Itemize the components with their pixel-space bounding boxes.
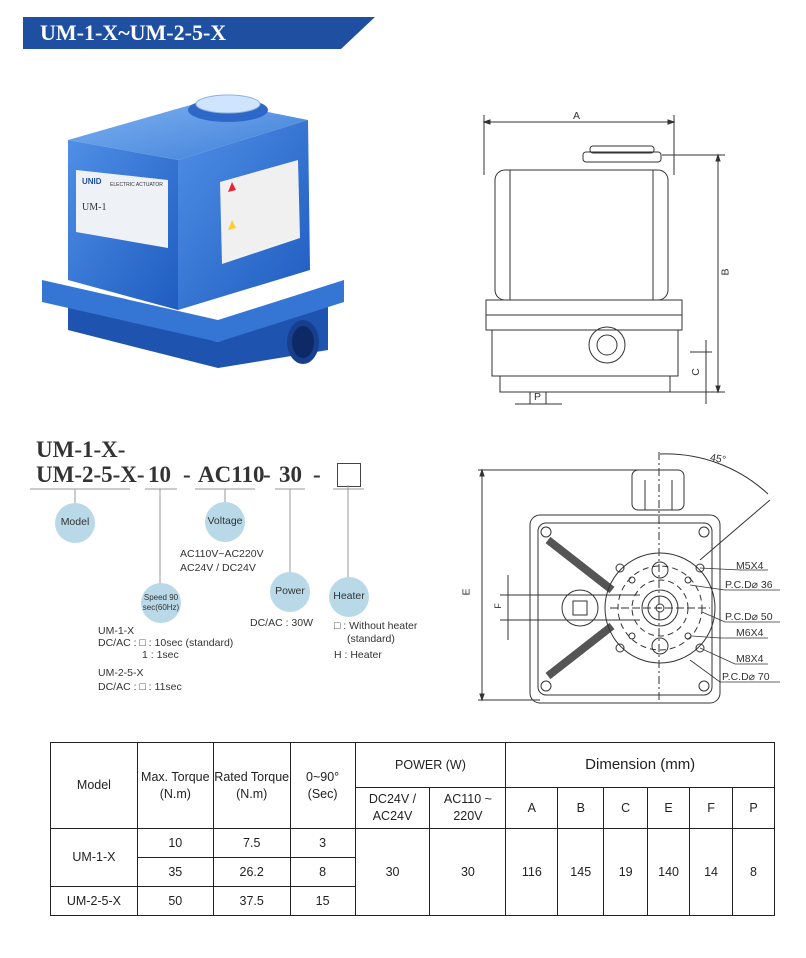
callout-m5x4: M5X4 [736, 560, 764, 572]
code-sep3: - [313, 462, 321, 487]
heater-note: (standard) [347, 633, 395, 645]
cell-max-torque: 10 [136, 828, 214, 858]
cell-model: UM-2-5-X [50, 886, 138, 916]
header-dim-f: F [689, 787, 733, 829]
bubble-model: Model [55, 503, 95, 543]
dim-f-label: F [492, 603, 503, 609]
header-power: POWER (W) [354, 742, 507, 788]
speed-note: DC/AC : □ : 11sec [98, 681, 182, 693]
cell-speed: 15 [289, 886, 356, 916]
spec-table: Model Max. Torque (N.m) Rated Torque (N.… [50, 742, 776, 916]
cell-speed: 8 [289, 857, 356, 887]
dim-b-label: B [719, 268, 732, 276]
header-dim-a: A [505, 787, 559, 829]
header-dim-b: B [557, 787, 605, 829]
header-speed: 0~90° (Sec) [289, 742, 356, 829]
cell-speed: 3 [289, 828, 356, 858]
bubble-heater: Heater [329, 577, 369, 617]
bottom-view-drawing [478, 452, 780, 704]
cell-power-dc: 30 [354, 828, 431, 916]
banner-title: UM-1-X~UM-2-5-X [40, 20, 227, 45]
header-power-ac: AC110 ~ 220V [429, 787, 507, 829]
cell-max-torque: 35 [136, 857, 214, 887]
header-power-dc: DC24V / AC24V [354, 787, 431, 829]
header-model: Model [50, 742, 138, 829]
cell-dim-e: 140 [647, 828, 691, 916]
voltage-note: AC110V~AC220V [180, 548, 264, 560]
cell-rated-torque: 37.5 [212, 886, 291, 916]
angle-label: 45° [709, 451, 727, 467]
dim-c-label: C [689, 368, 702, 376]
dim-p-label: P [534, 391, 542, 403]
code-voltage: AC110 [198, 462, 265, 487]
voltage-note: AC24V / DC24V [180, 562, 256, 574]
callout-m6x4: M6X4 [736, 627, 764, 639]
heater-option-box [337, 463, 361, 487]
title-banner [23, 17, 375, 49]
callout-pcd70: P.C.D⌀ 70 [722, 671, 770, 683]
callout-m8x4: M8X4 [736, 653, 764, 665]
heater-note: H : Heater [334, 649, 382, 661]
cell-model: UM-1-X [50, 828, 138, 887]
header-dimension: Dimension (mm) [505, 742, 775, 788]
callout-pcd50: P.C.D⌀ 50 [725, 611, 773, 623]
header-dim-p: P [731, 787, 776, 829]
power-note: DC/AC : 30W [250, 617, 314, 629]
speed-note: DC/AC : □ : 10sec (standard) [98, 637, 234, 649]
speed-note: 1 : 1sec [142, 649, 179, 661]
heater-note: □ : Without heater [334, 620, 418, 632]
code-line1: UM-1-X- [36, 437, 126, 462]
brand-label: UNID [82, 177, 102, 186]
table-row: UM-2-5-X 50 37.5 15 [50, 886, 775, 916]
dim-a-label: A [573, 110, 581, 122]
header-rated-torque: Rated Torque (N.m) [212, 742, 291, 829]
speed-note: UM-2-5-X [98, 667, 144, 679]
dim-e-label: E [460, 588, 473, 596]
code-power: 30 [279, 462, 302, 487]
header-dim-c: C [603, 787, 649, 829]
callout-pcd36: P.C.D⌀ 36 [725, 579, 773, 591]
cell-power-ac: 30 [429, 828, 507, 916]
cell-dim-c: 19 [603, 828, 649, 916]
header-max-torque: Max. Torque (N.m) [136, 742, 214, 829]
svg-text:ELECTRIC ACTUATOR: ELECTRIC ACTUATOR [110, 182, 163, 188]
cell-dim-a: 116 [505, 828, 559, 916]
cell-dim-b: 145 [557, 828, 605, 916]
svg-text:UM-1: UM-1 [82, 202, 106, 213]
bubble-power: Power [270, 572, 310, 612]
cell-rated-torque: 7.5 [212, 828, 291, 858]
code-speed: 10 [148, 462, 171, 487]
product-photo: UNID ELECTRIC ACTUATOR UM-1 [42, 94, 344, 368]
table-row: 35 26.2 8 [51, 857, 775, 887]
bubble-voltage: Voltage [205, 502, 245, 542]
cell-dim-f: 14 [689, 828, 733, 916]
speed-note: UM-1-X [98, 625, 135, 637]
cell-max-torque: 50 [136, 886, 214, 916]
code-line2: UM-2-5-X- [36, 462, 145, 487]
side-view-drawing [482, 115, 725, 405]
header-dim-e: E [647, 787, 691, 829]
bubble-speed: Speed 90 sec(60Hz) [141, 583, 181, 623]
code-sep1: - [183, 462, 191, 487]
table-row: UM-1-X 10 7.5 3 30 30 116 145 19 140 14 … [50, 828, 776, 916]
cell-rated-torque: 26.2 [212, 857, 291, 887]
cell-dim-p: 8 [731, 828, 776, 916]
code-sep2: - [263, 462, 271, 487]
